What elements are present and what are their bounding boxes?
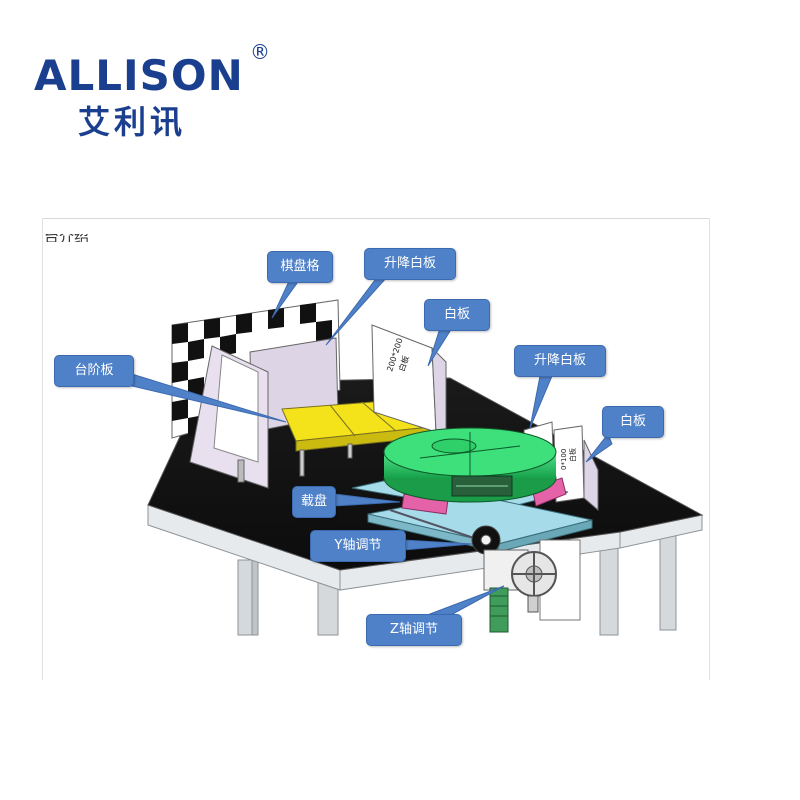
callout-carrier-tray: 载盘 [292,486,336,518]
callout-step-board: 台阶板 [54,355,134,387]
brand-name-en: ALLISON [34,51,244,100]
heading-fragment: 台介绍 [44,228,89,246]
callout-y-axis: Y轴调节 [310,530,406,562]
image-frame-left [42,218,43,680]
pointer-lifting-board-2 [529,375,553,429]
image-frame-right [709,218,710,680]
image-frame-top [42,218,710,219]
brand-logo: ALLISON ® 艾利讯 [34,40,274,152]
registered-mark: ® [250,40,270,64]
callout-lifting-white-board-2: 升降白板 [514,345,606,377]
callout-checkerboard: 棋盘格 [267,251,333,283]
z-axis-assembly [483,539,581,633]
callout-lifting-white-board-1: 升降白板 [364,248,456,280]
callout-white-board-2: 白板 [602,406,664,438]
callout-z-axis: Z轴调节 [366,614,462,646]
table-legs [237,534,677,636]
step-board-stand [189,345,269,489]
table-leg [599,544,619,636]
board-size-label-5: 白板 [568,448,577,462]
table-leg [659,534,677,631]
pointer-white-board-2 [585,433,613,463]
board-size-label-2: 白板 [396,354,410,372]
brand-name-cn: 艾利讯 [78,103,187,141]
robot-vacuum [383,427,557,503]
board-size-label-4: 0*100 [560,449,568,470]
callout-white-board-1: 白板 [424,299,490,331]
table-leg [251,559,259,636]
